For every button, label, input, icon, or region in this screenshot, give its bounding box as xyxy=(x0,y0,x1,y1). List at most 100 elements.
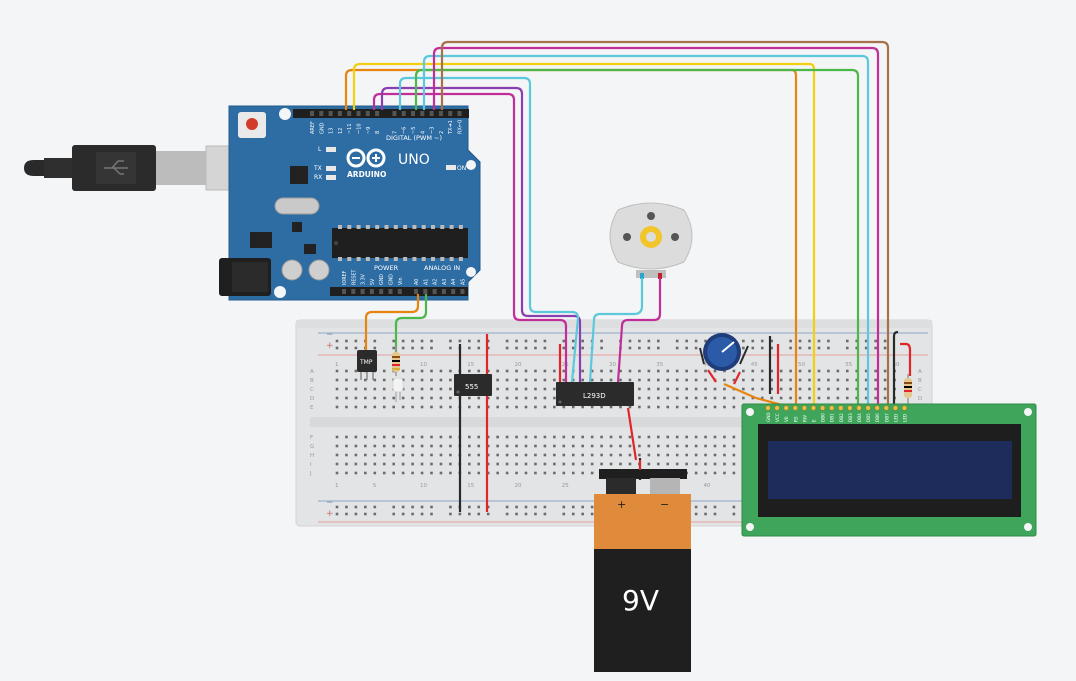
digital-pin-label: 13 xyxy=(329,128,335,134)
row-letter: B xyxy=(310,378,314,384)
battery-plus: + xyxy=(617,498,626,511)
led[interactable] xyxy=(392,377,404,402)
column-number: 15 xyxy=(467,362,474,368)
digital-pin-label: ~9 xyxy=(366,127,372,134)
column-number: 30 xyxy=(609,362,616,368)
column-number: 60 xyxy=(893,362,900,368)
dc-motor[interactable] xyxy=(609,202,693,279)
row-letter: C xyxy=(918,387,922,393)
digital-pin-label: 7 xyxy=(392,131,398,134)
power-pin-label: GND xyxy=(389,274,395,285)
lcd-pin-label: RW xyxy=(802,415,807,422)
digital-label: DIGITAL (PWM ~) xyxy=(386,134,442,142)
reset-button[interactable] xyxy=(238,112,266,138)
row-letter: A xyxy=(918,369,922,375)
column-number: 20 xyxy=(515,483,522,489)
lcd-pin-label: DB5 xyxy=(866,413,871,422)
row-letter: C xyxy=(310,387,314,393)
analog-pin-label: A5 xyxy=(461,279,467,285)
digital-header[interactable] xyxy=(293,109,469,118)
row-letter: D xyxy=(310,396,314,402)
column-number: 1 xyxy=(335,362,339,368)
battery-9v[interactable]: + − 9V xyxy=(594,460,691,672)
digital-pin-label: ~3 xyxy=(430,127,436,134)
digital-pin-label: 4 xyxy=(420,131,426,134)
analog-pin-label: A2 xyxy=(433,279,439,285)
digital-pin-label: GND xyxy=(319,122,325,134)
wires[interactable] xyxy=(344,40,912,512)
column-number: 25 xyxy=(562,483,569,489)
l293d-chip[interactable]: L293D xyxy=(556,382,634,406)
lcd-pin-label: E xyxy=(812,419,817,422)
row-letter: H xyxy=(310,453,314,459)
lcd-backlight-resistor[interactable] xyxy=(904,374,912,406)
power-jack[interactable] xyxy=(219,258,271,296)
column-number: 10 xyxy=(420,362,427,368)
l-led-label: L xyxy=(318,146,322,153)
digital-pin-label: 8 xyxy=(375,131,381,134)
digital-pin-label: ~6 xyxy=(402,127,408,134)
analog-pin-label: A0 xyxy=(414,279,420,285)
arduino-logo xyxy=(346,148,386,168)
l293d-label: L293D xyxy=(583,392,606,400)
arduino-uno-board[interactable]: L TX RX ON ARDUINO UNO DIGITAL (PWM ~) P… xyxy=(219,105,481,301)
column-number: 40 xyxy=(704,483,711,489)
power-pin-label: IOREF xyxy=(342,270,348,285)
power-pin-label: RESET xyxy=(351,270,357,285)
atmega-chip xyxy=(332,225,468,261)
row-letter: A xyxy=(310,369,314,375)
digital-pin-label: TX➔1 xyxy=(448,120,454,135)
lcd-pin-label: RS xyxy=(793,416,798,422)
lcd-pin-label: DB1 xyxy=(830,413,835,422)
lcd-pin-label: GND xyxy=(766,412,771,422)
digital-pin-label: ~5 xyxy=(411,127,417,134)
lcd-pin-label: DB7 xyxy=(884,413,889,422)
lcd-pin-label: DB3 xyxy=(848,413,853,422)
row-letter: B xyxy=(918,378,922,384)
potentiometer[interactable] xyxy=(699,333,749,371)
column-number: 15 xyxy=(467,483,474,489)
row-letter: D xyxy=(918,396,922,402)
rail-minus-bottom: − xyxy=(326,498,334,508)
power-label: POWER xyxy=(374,264,399,272)
lcd-pin-label: DB0 xyxy=(821,413,826,422)
row-letter: F xyxy=(310,435,313,441)
on-led-label: ON xyxy=(457,165,466,172)
rx-led-label: RX xyxy=(314,174,322,181)
digital-pin-label: AREF xyxy=(310,121,316,134)
tmp-label: TMP xyxy=(359,359,373,366)
breadboard[interactable]: − + − + 151015202530354045505560 1510152… xyxy=(295,319,933,527)
lcd-pin-label: DB2 xyxy=(839,413,844,422)
timer-555-chip[interactable]: 555 xyxy=(454,374,492,396)
resistor[interactable] xyxy=(392,346,400,376)
arduino-brand: ARDUINO xyxy=(347,170,386,179)
tx-led-label: TX xyxy=(313,165,322,172)
column-number: 50 xyxy=(798,362,805,368)
rail-minus-top: − xyxy=(326,330,334,340)
digital-pin-label: 2 xyxy=(439,131,445,134)
column-number: 1 xyxy=(335,483,339,489)
lcd-pin-label: DB6 xyxy=(875,413,880,422)
battery-voltage: 9V xyxy=(622,584,659,617)
row-letter: J xyxy=(309,471,312,477)
column-number: 45 xyxy=(751,362,758,368)
lcd-pin-label: DB4 xyxy=(857,413,862,422)
lcd-pin-label: V0 xyxy=(784,416,789,422)
tmp-sensor[interactable]: TMP xyxy=(357,350,377,380)
column-number: 55 xyxy=(845,362,852,368)
analog-label: ANALOG IN xyxy=(424,264,460,272)
column-number: 40 xyxy=(704,362,711,368)
analog-pin-label: A1 xyxy=(423,279,429,285)
column-number: 35 xyxy=(656,362,663,368)
gear-icon xyxy=(640,226,662,248)
power-pin-label: Vin xyxy=(398,277,404,285)
column-number: 10 xyxy=(420,483,427,489)
lcd-screen xyxy=(768,441,1012,499)
digital-pin-label: ~10 xyxy=(357,123,363,134)
power-pin-label: 5V xyxy=(370,278,376,285)
